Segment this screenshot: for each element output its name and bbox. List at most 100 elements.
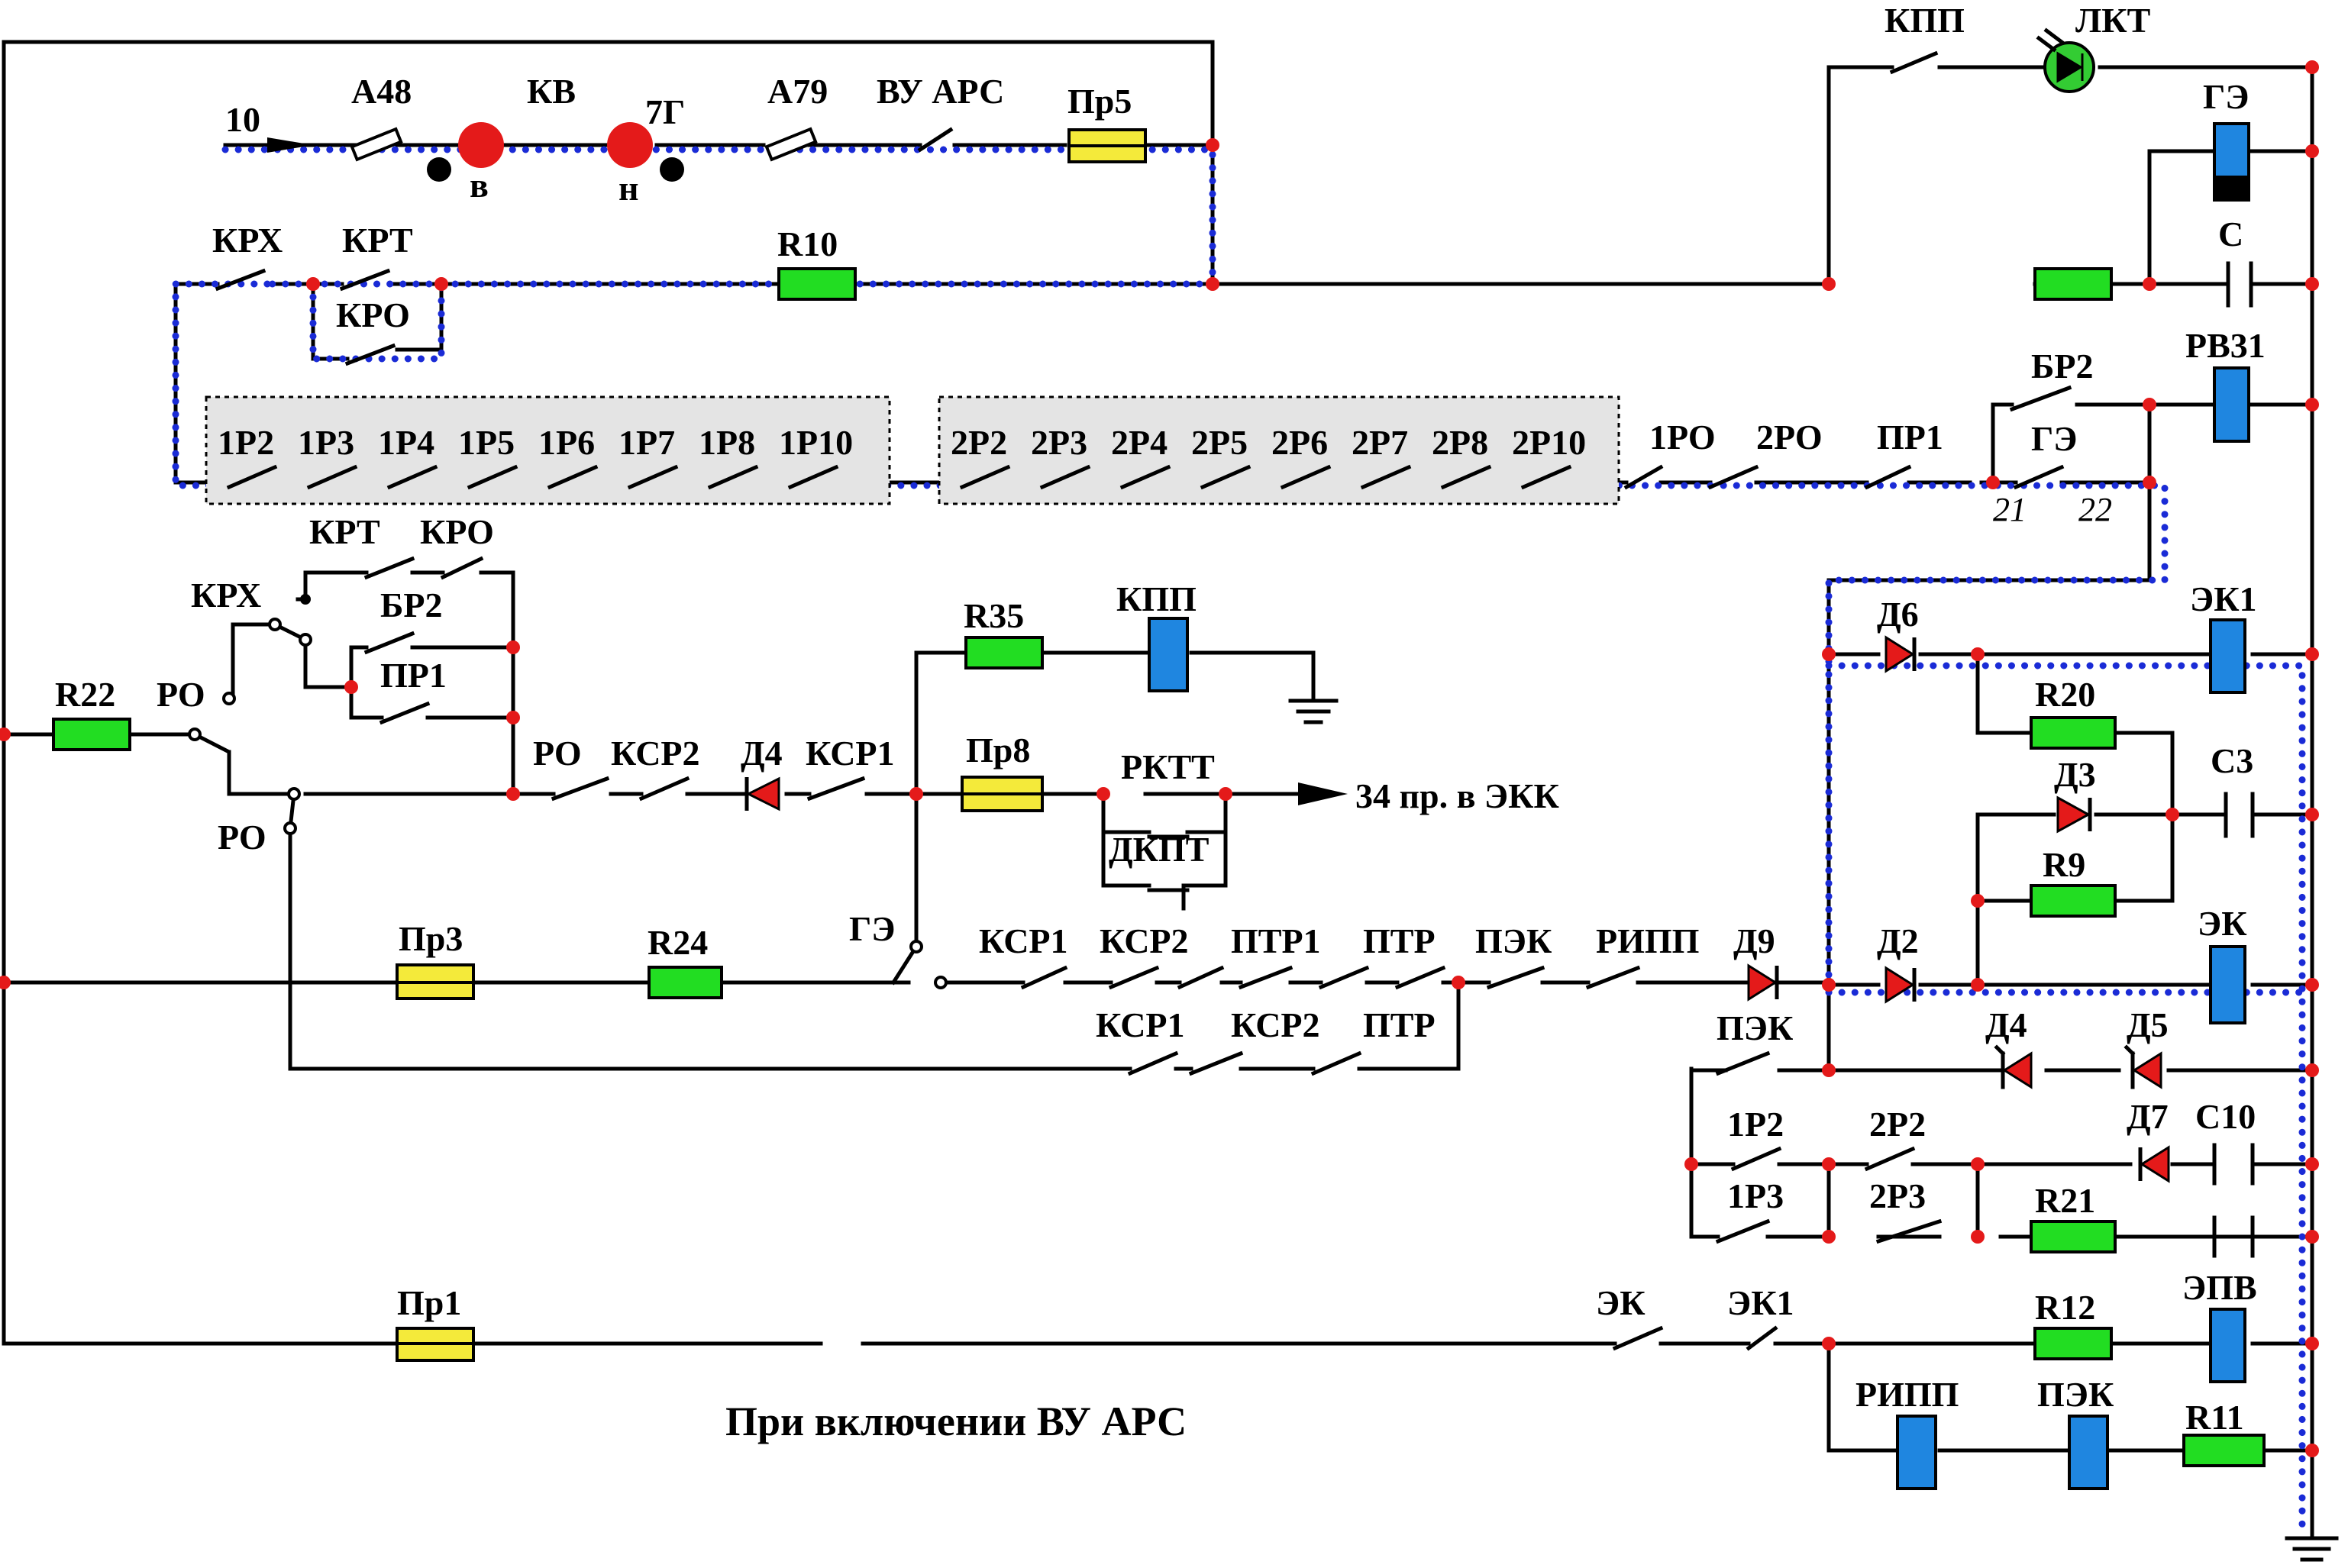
label-ek1-bot: ЭК1 bbox=[1727, 1283, 1794, 1322]
diode-d2 bbox=[1885, 966, 1917, 1004]
resistor-r11 bbox=[2182, 1434, 2266, 1467]
components bbox=[52, 27, 2339, 1562]
label-pr1-bot: Пр1 bbox=[397, 1283, 461, 1322]
label-2p6: 2Р6 bbox=[1271, 423, 1328, 462]
contacts bbox=[188, 50, 2072, 1351]
label-d7: Д7 bbox=[2127, 1097, 2169, 1136]
resistor-r35 bbox=[964, 636, 1044, 669]
label-ek-coil: ЭК bbox=[2198, 904, 2247, 943]
coil-epv bbox=[2209, 1308, 2246, 1383]
label-kro-mid: КРО bbox=[420, 512, 494, 551]
capacitor-c10 bbox=[2212, 1143, 2255, 1186]
label-rv31: РВ31 bbox=[2185, 326, 2266, 365]
label-ksr2-c: КСР2 bbox=[1231, 1005, 1320, 1044]
label-ksr1-a: КСР1 bbox=[806, 734, 895, 773]
coil-rv31 bbox=[2213, 366, 2250, 443]
kv-terminal-n bbox=[607, 122, 653, 168]
label-7g: 7Г bbox=[645, 92, 685, 131]
label-r22: R22 bbox=[55, 675, 115, 714]
wires bbox=[2, 40, 2314, 1541]
label-d4-a: Д4 bbox=[741, 734, 783, 773]
label-1p3-low: 1Р3 bbox=[1727, 1176, 1784, 1215]
label-epv: ЭПВ bbox=[2182, 1268, 2257, 1307]
label-pr1-mid: ПР1 bbox=[380, 656, 447, 695]
contact-groups bbox=[205, 395, 1620, 505]
label-ek1-coil: ЭК1 bbox=[2190, 579, 2257, 618]
label-ge-low: ГЭ bbox=[849, 909, 895, 948]
label-r11: R11 bbox=[2185, 1398, 2244, 1437]
label-1p3: 1Р3 bbox=[298, 423, 354, 462]
label-out34: 34 пр. в ЭКК bbox=[1355, 776, 1559, 815]
capacitor-c-low bbox=[2212, 1215, 2255, 1258]
diode-d3 bbox=[2056, 795, 2092, 834]
label-ge-mid: ГЭ bbox=[2031, 419, 2077, 458]
label-2p8: 2Р8 bbox=[1432, 423, 1488, 462]
label-pr1-top: ПР1 bbox=[1877, 418, 1943, 457]
label-2p3: 2Р3 bbox=[1031, 423, 1087, 462]
label-kv-n: н bbox=[618, 169, 639, 208]
label-1p7: 1Р7 bbox=[618, 423, 675, 462]
group-2p-contacts bbox=[938, 395, 1620, 505]
label-pr5: Пр5 bbox=[1067, 82, 1132, 121]
group1-labels: 1Р2 1Р3 1Р4 1Р5 1Р6 1Р7 1Р8 1Р10 bbox=[218, 423, 853, 462]
label-ripp-coil: РИПП bbox=[1855, 1375, 1959, 1414]
label-ksr2-a: КСР2 bbox=[611, 734, 700, 773]
label-br2-top: БР2 bbox=[2031, 347, 2094, 386]
nodes bbox=[0, 60, 2319, 1457]
label-c: С bbox=[2218, 215, 2243, 253]
label-t21: 21 bbox=[1993, 491, 2027, 528]
label-a79: А79 bbox=[767, 72, 828, 111]
label-d2: Д2 bbox=[1877, 921, 1919, 960]
label-r24: R24 bbox=[648, 923, 708, 962]
label-kpp-top: КПП bbox=[1885, 1, 1965, 40]
label-ro-a: РО bbox=[157, 675, 205, 714]
ground-icon bbox=[1288, 699, 1339, 724]
fuse-a48 bbox=[350, 127, 403, 162]
diode-d6 bbox=[1885, 635, 1917, 673]
fuse-a79 bbox=[764, 127, 818, 162]
capacitor-c bbox=[2226, 261, 2253, 308]
label-ptr-c: ПТР bbox=[1363, 1005, 1436, 1044]
label-rktt: РКТТ bbox=[1121, 747, 1215, 786]
label-pek-c: ПЭК bbox=[1717, 1008, 1793, 1047]
label-kro-top: КРО bbox=[336, 295, 410, 334]
label-2p5: 2Р5 bbox=[1191, 423, 1248, 462]
label-ro-b: РО bbox=[218, 818, 266, 857]
resistor-r21 bbox=[2030, 1220, 2117, 1253]
label-pek-b: ПЭК bbox=[1475, 921, 1552, 960]
label-t22: 22 bbox=[2078, 491, 2112, 528]
ground-icon bbox=[2285, 1536, 2339, 1562]
coil-ek bbox=[2209, 945, 2246, 1024]
group2-labels: 2Р2 2Р3 2Р4 2Р5 2Р6 2Р7 2Р8 2Р10 bbox=[951, 423, 1586, 462]
label-d4-b: Д4 bbox=[1985, 1005, 2027, 1044]
label-pr8: Пр8 bbox=[966, 731, 1030, 769]
diode-d4a bbox=[744, 776, 780, 811]
label-ksr1-c: КСР1 bbox=[1096, 1005, 1185, 1044]
label-r21: R21 bbox=[2035, 1181, 2095, 1220]
label-d9: Д9 bbox=[1733, 921, 1775, 960]
capacitor-c3 bbox=[2224, 792, 2255, 838]
label-r35: R35 bbox=[964, 596, 1024, 635]
coil-pek bbox=[2068, 1415, 2109, 1490]
label-a48: А48 bbox=[351, 72, 412, 111]
label-ek-bot: ЭК bbox=[1596, 1283, 1646, 1322]
label-krh-top: КРХ bbox=[212, 221, 283, 260]
label-r20: R20 bbox=[2035, 675, 2095, 714]
input-arrow-icon bbox=[267, 137, 313, 153]
label-ge-top: ГЭ bbox=[2203, 77, 2249, 116]
label-1p2: 1Р2 bbox=[218, 423, 274, 462]
label-1p8: 1Р8 bbox=[699, 423, 755, 462]
coil-kpp bbox=[1148, 617, 1189, 692]
label-ptr1: ПТР1 bbox=[1231, 921, 1321, 960]
label-krt-mid: КРТ bbox=[309, 512, 380, 551]
label-r10: R10 bbox=[777, 224, 838, 263]
label-ro-c: РО bbox=[533, 734, 582, 773]
resistor-r22 bbox=[52, 718, 131, 751]
labels: 10 А48 КВ 7Г А79 ВУ АРС Пр5 в н КПП ЛКТ … bbox=[55, 1, 2266, 1444]
resistor-r12 bbox=[2033, 1327, 2113, 1360]
label-ksr2-b: КСР2 bbox=[1100, 921, 1189, 960]
label-pr3: Пр3 bbox=[399, 919, 463, 958]
label-c10: С10 bbox=[2195, 1097, 2256, 1136]
resistor-r10 bbox=[777, 267, 857, 301]
label-1p10: 1Р10 bbox=[779, 423, 853, 462]
